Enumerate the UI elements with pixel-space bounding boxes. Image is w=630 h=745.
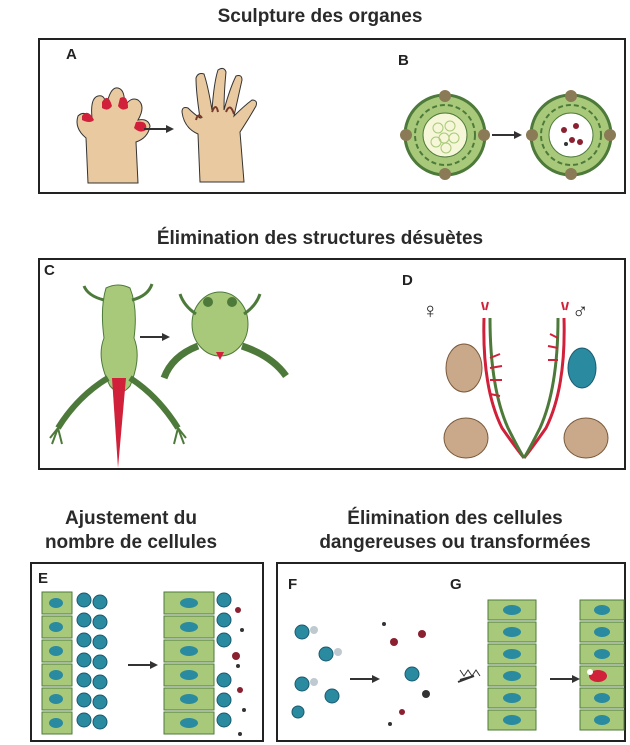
tissue-after-illustration [162,590,262,740]
frog-illustration [162,286,292,386]
immune-cells-before-illustration [286,614,356,724]
panel-sculpture: A B [38,38,626,194]
sculpture-title: Sculpture des organes [170,6,470,28]
ajustement-title-line2: nombre de cellules [6,532,256,554]
label-b: B [398,52,409,69]
label-d: D [402,272,413,289]
elimination-cellules-title-line2: dangereuses ou transformées [284,532,626,554]
label-e: E [38,570,48,587]
label-c: C [44,262,55,279]
tube-before-illustration [400,90,490,180]
arrow-b [492,130,522,140]
urogenital-ducts-illustration [424,298,624,468]
label-f: F [288,576,297,593]
arrow-a [144,124,174,134]
tube-after-illustration [526,90,616,180]
arrow-g [550,674,580,684]
epithelium-before-illustration [458,600,548,740]
epithelium-after-illustration [580,600,626,740]
sculpted-limb-illustration [178,62,268,187]
elimination-cellules-title-line1: Élimination des cellules [290,508,620,530]
ajustement-title-line1: Ajustement du [6,508,256,530]
panel-ajustement: E [30,562,264,742]
tissue-before-illustration [40,590,120,740]
label-g: G [450,576,462,593]
arrow-f [350,674,380,684]
panel-structures: C D ♀ ♂ [38,258,626,470]
label-a: A [66,46,77,63]
panel-elimination-cellules: F G [276,562,626,742]
arrow-e [128,660,158,670]
immune-cells-after-illustration [382,614,452,724]
elimination-structures-title: Élimination des structures désuètes [110,228,530,250]
